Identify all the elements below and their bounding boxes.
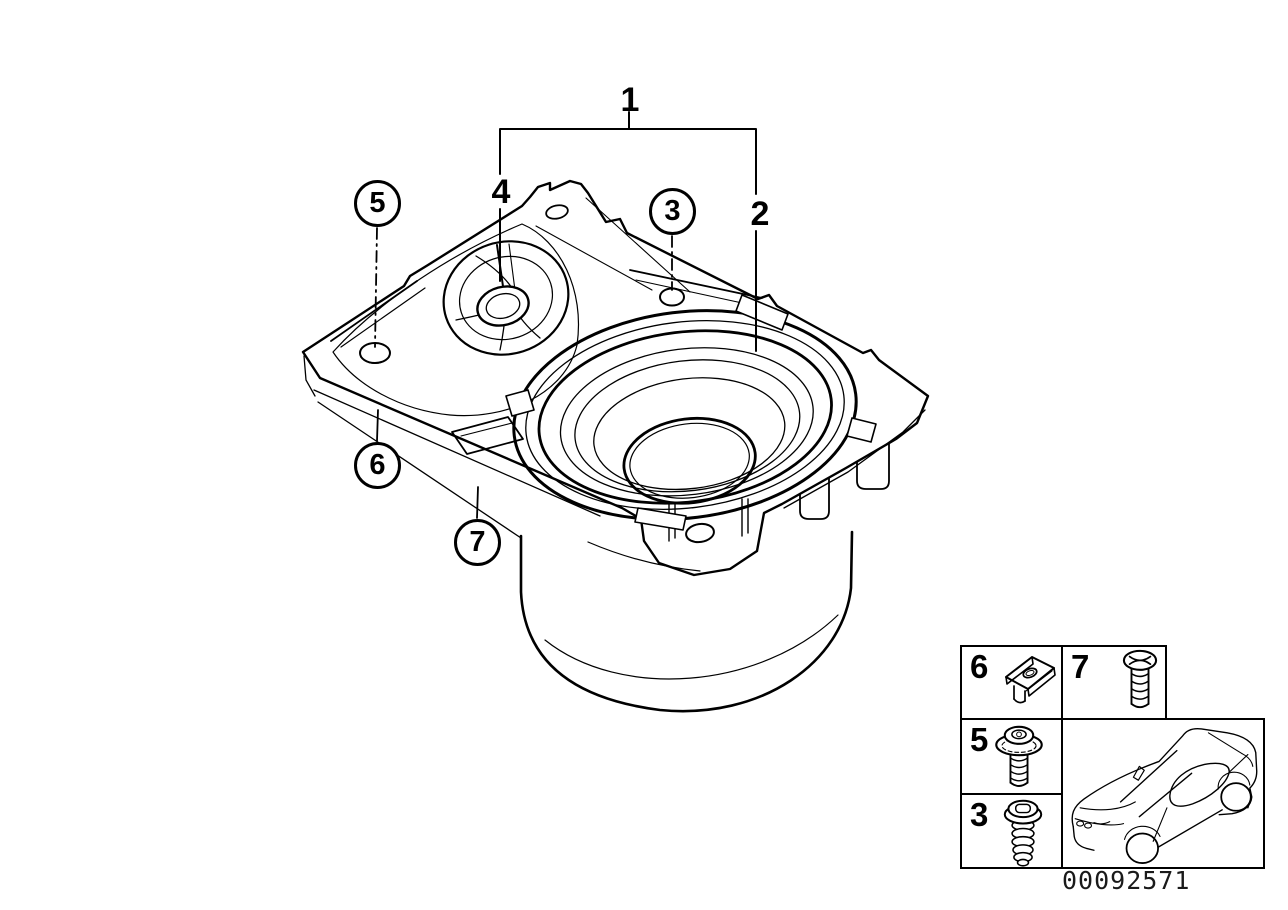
- legend-cell-6: 6: [960, 645, 1063, 720]
- enclosure-bowl: [519, 438, 890, 713]
- legend-cell-7: 7: [1061, 645, 1167, 720]
- callout-7: 7: [454, 519, 501, 566]
- legend-ref-3: 3: [970, 796, 989, 833]
- drawing-number: 00092571: [1062, 866, 1191, 895]
- legend-ref-7: 7: [1071, 648, 1090, 685]
- clip-nut-icon: [1005, 656, 1056, 704]
- car-outline-icon: [1071, 727, 1258, 864]
- callout-2: 2: [750, 194, 770, 233]
- flange-torx-screw-icon: [995, 725, 1043, 787]
- callout-3: 3: [649, 188, 696, 235]
- torx-coil-screw-icon: [1003, 799, 1043, 867]
- legend-ref-6: 6: [970, 648, 989, 685]
- speaker-clamp-tabs: [505, 294, 877, 531]
- speaker-woofer: [512, 309, 858, 521]
- pan-head-screw-icon: [1122, 649, 1158, 709]
- legend-cell-5: 5: [960, 718, 1063, 795]
- legend-cell-car: [1061, 718, 1265, 869]
- callout-6: 6: [354, 442, 401, 489]
- callout-4: 4: [491, 172, 511, 211]
- leader-lines: [374, 111, 757, 519]
- callout-5: 5: [354, 180, 401, 227]
- callout-1: 1: [620, 80, 640, 119]
- legend-cell-3: 3: [960, 793, 1063, 869]
- port-funnel: [442, 240, 570, 356]
- legend-ref-5: 5: [970, 721, 989, 758]
